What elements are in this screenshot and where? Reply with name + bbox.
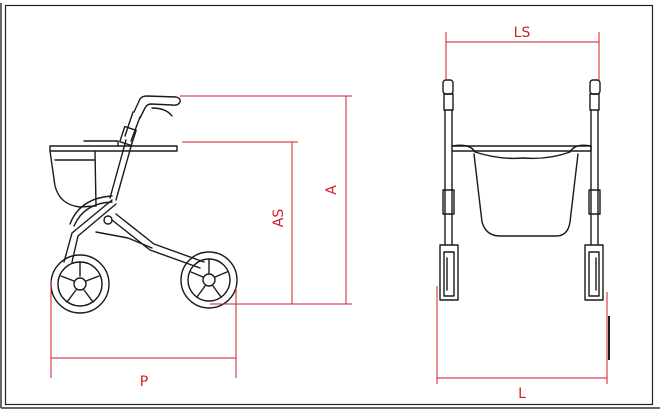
front-dimensions — [436, 32, 608, 384]
side-front-leg — [63, 199, 117, 263]
front-left-grip — [442, 79, 454, 95]
side-column-clamp — [119, 125, 137, 147]
side-front-wheel-spokes — [60, 261, 100, 303]
rollator-front-view — [439, 79, 604, 301]
side-brake-lever — [151, 107, 173, 117]
side-dimensions — [50, 95, 352, 378]
side-rear-wheel-spokes — [190, 258, 228, 298]
side-frame-main — [109, 139, 133, 201]
front-right-fork — [584, 244, 604, 301]
label-overall-width: L — [518, 386, 526, 402]
front-left-clamp — [442, 189, 455, 215]
label-depth: P — [140, 374, 148, 390]
front-right-grip — [589, 79, 601, 95]
front-seat-hinge — [451, 144, 592, 160]
side-rear-wheel-hub — [202, 273, 216, 287]
side-rear-leg — [111, 213, 205, 269]
front-left-upright — [444, 109, 453, 246]
front-left-wheel — [443, 251, 455, 297]
front-right-clamp — [588, 189, 601, 215]
side-handle — [133, 95, 181, 119]
side-tray-lip — [83, 140, 119, 147]
side-seat-arc — [69, 195, 113, 227]
front-left-fork — [439, 244, 459, 301]
front-basket — [473, 153, 579, 237]
frame-border — [4, 4, 654, 406]
side-basket — [49, 150, 97, 208]
side-front-wheel-hub — [73, 277, 87, 291]
side-rear-wheel-tire — [180, 251, 238, 309]
side-pivot — [103, 215, 113, 225]
side-tray — [49, 145, 178, 152]
label-seat-height: AS — [271, 209, 287, 228]
front-left-grip-base — [443, 93, 454, 111]
front-right-upright — [590, 109, 599, 246]
front-seat-bar — [451, 145, 592, 152]
side-cross-brace — [95, 231, 153, 249]
rollator-side-view — [49, 95, 238, 314]
side-column-upper — [124, 111, 141, 142]
front-right-grip-base — [589, 93, 600, 111]
label-inner-width: LS — [514, 25, 531, 41]
label-overall-height: A — [324, 185, 340, 195]
front-right-wheel — [588, 251, 600, 297]
